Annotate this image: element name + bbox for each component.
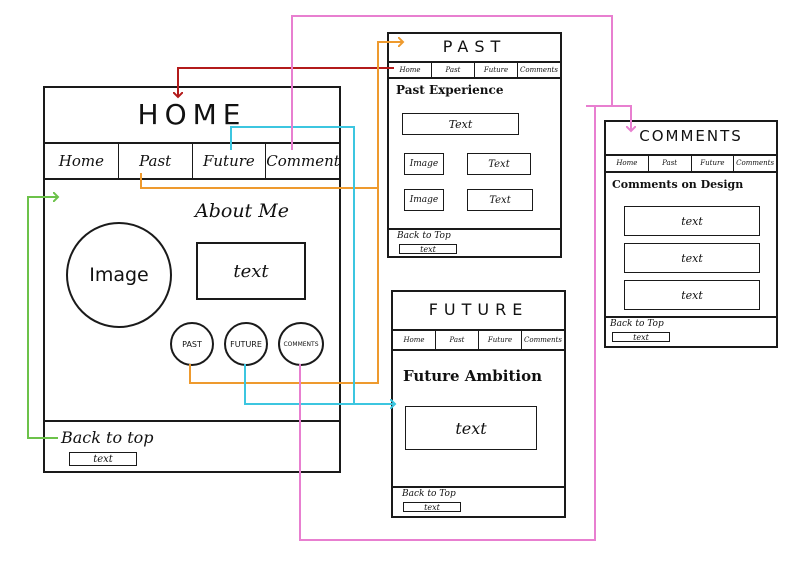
divider [393, 486, 564, 488]
future-page-frame: FUTURE Home Past Future Comments Future … [391, 290, 566, 518]
divider [45, 178, 339, 180]
section-heading: Comments on Design [612, 178, 744, 191]
nav-item-future[interactable]: Future [474, 63, 517, 77]
text-placeholder: text [624, 280, 760, 310]
back-to-top-link[interactable]: Back to Top [610, 319, 664, 329]
divider [393, 349, 564, 351]
nav-bar: Home Past Future Comments [45, 144, 339, 178]
divider [45, 420, 339, 422]
nav-bar: Home Past Future Comments [606, 156, 776, 171]
nav-item-past[interactable]: Past [431, 63, 474, 77]
footer-text-placeholder: text [69, 452, 137, 466]
section-heading: About Me [195, 200, 289, 222]
image-placeholder: Image [404, 189, 444, 211]
comments-button[interactable]: COMMENTS [278, 322, 324, 366]
nav-item-comments[interactable]: Comments [517, 63, 560, 77]
nav-item-future[interactable]: Future [478, 331, 521, 349]
home-page-frame: HOME Home Past Future Comments About Me … [43, 86, 341, 473]
divider [606, 154, 776, 156]
divider [606, 171, 776, 173]
text-placeholder: text [624, 206, 760, 236]
past-page-frame: PAST Home Past Future Comments Past Expe… [387, 32, 562, 258]
text-placeholder: text [624, 243, 760, 273]
past-button[interactable]: PAST [170, 322, 214, 366]
text-placeholder: text [405, 406, 537, 450]
footer-text-placeholder: text [612, 332, 670, 342]
nav-item-home[interactable]: Home [616, 159, 638, 167]
nav-item-future[interactable]: Future [191, 144, 266, 178]
nav-item-home[interactable]: Home [403, 336, 425, 344]
nav-bar: Home Past Future Comments [393, 331, 564, 349]
divider [606, 316, 776, 318]
nav-item-comments[interactable]: Comments [521, 331, 564, 349]
footer-text-placeholder: text [403, 502, 461, 512]
page-title: COMMENTS [639, 127, 743, 145]
nav-item-past[interactable]: Past [117, 144, 192, 178]
divider [389, 228, 560, 230]
nav-bar: Home Past Future Comments [389, 63, 560, 77]
text-placeholder: Text [467, 189, 533, 211]
nav-item-home[interactable]: Home [58, 152, 104, 170]
text-placeholder: Text [402, 113, 519, 135]
nav-item-home[interactable]: Home [399, 66, 421, 74]
future-button[interactable]: FUTURE [224, 322, 268, 366]
page-title: FUTURE [428, 300, 529, 319]
nav-item-past[interactable]: Past [647, 156, 691, 171]
divider [389, 77, 560, 79]
nav-item-past[interactable]: Past [435, 331, 478, 349]
image-placeholder: Image [404, 153, 444, 175]
page-title: PAST [442, 37, 507, 56]
section-heading: Future Ambition [403, 367, 543, 385]
nav-item-comments[interactable]: Comments [265, 144, 339, 178]
comments-page-frame: COMMENTS Home Past Future Comments Comme… [604, 120, 778, 348]
back-to-top-link[interactable]: Back to Top [397, 231, 451, 241]
section-heading: Past Experience [396, 83, 504, 97]
back-to-top-link[interactable]: Back to Top [402, 489, 456, 499]
text-placeholder: text [196, 242, 306, 300]
text-placeholder: Text [467, 153, 531, 175]
back-to-top-link[interactable]: Back to top [61, 428, 154, 447]
footer-text-placeholder: text [399, 244, 457, 254]
nav-item-comments[interactable]: Comments [733, 156, 776, 171]
page-title: HOME [137, 98, 247, 131]
image-placeholder: Image [66, 222, 172, 328]
nav-item-future[interactable]: Future [690, 156, 734, 171]
